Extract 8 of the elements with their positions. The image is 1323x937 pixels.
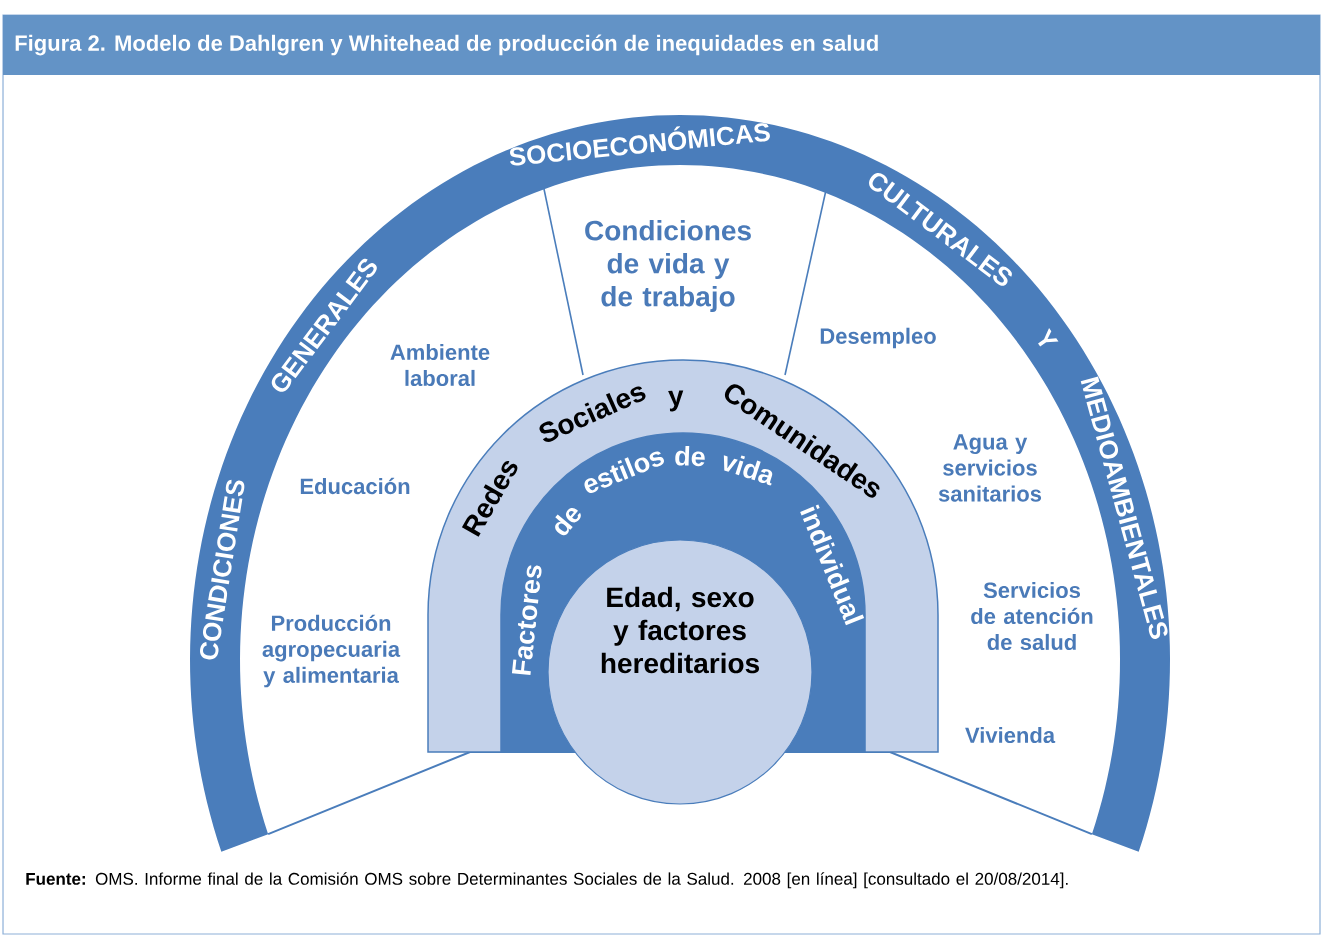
factor-label: Producción agropecuaria y alimentaria xyxy=(262,614,401,688)
factor-label: Agua y servicios sanitarios xyxy=(938,434,1042,502)
factor-label: Desempleo xyxy=(820,327,936,349)
factor-label: Educación xyxy=(300,477,410,495)
title-bar: Figura 2. Modelo de Dahlgren y Whitehead de producción de inequidades en salud xyxy=(3,15,1320,75)
sector-heading: Condiciones de vida y de trabajo xyxy=(585,219,751,313)
factor-label: Vivienda xyxy=(965,726,1056,744)
source-note: Fuente: OMS. Informe final de la Comisión OMS sobre Determinantes Sociales de la Salud. 2008 [en línea] [consultado el 20/08/2014]. xyxy=(26,872,1068,889)
